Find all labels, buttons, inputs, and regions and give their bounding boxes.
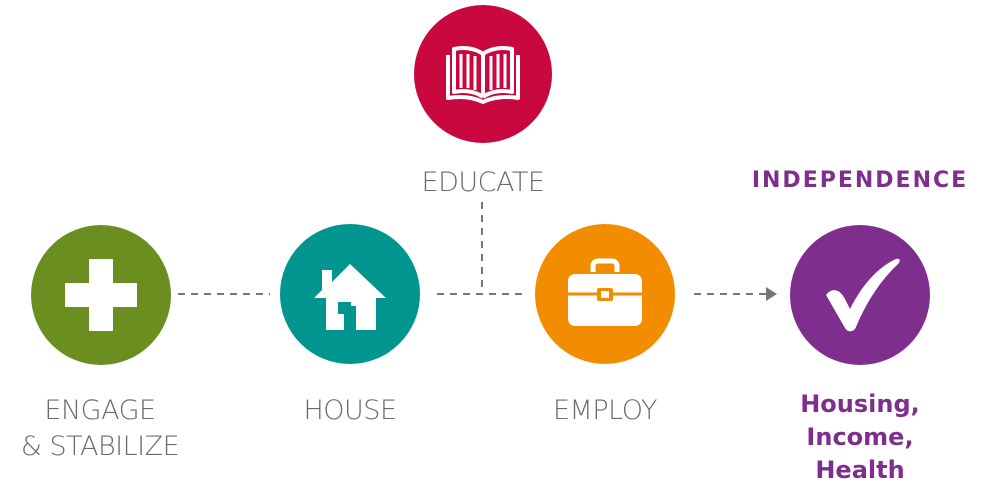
house-circle (280, 224, 420, 364)
house-label: HOUSE (303, 395, 397, 426)
employ-circle (535, 224, 675, 364)
independence-circle (790, 225, 930, 365)
plus-icon (61, 255, 141, 335)
independence-title: INDEPENDENCE (751, 168, 969, 193)
engage-label: ENGAGE & STABILIZE (20, 395, 180, 462)
engage-circle (31, 225, 171, 365)
independence-label: Housing, Income, Health (800, 390, 920, 484)
educate-label: EDUCATE (421, 167, 545, 198)
educate-circle (414, 5, 552, 143)
arrow-head (766, 287, 777, 301)
employ-label: EMPLOY (553, 395, 658, 426)
book-icon (442, 40, 524, 108)
house-icon (310, 254, 390, 334)
checkmark-icon (818, 255, 902, 335)
briefcase-icon (562, 258, 648, 330)
